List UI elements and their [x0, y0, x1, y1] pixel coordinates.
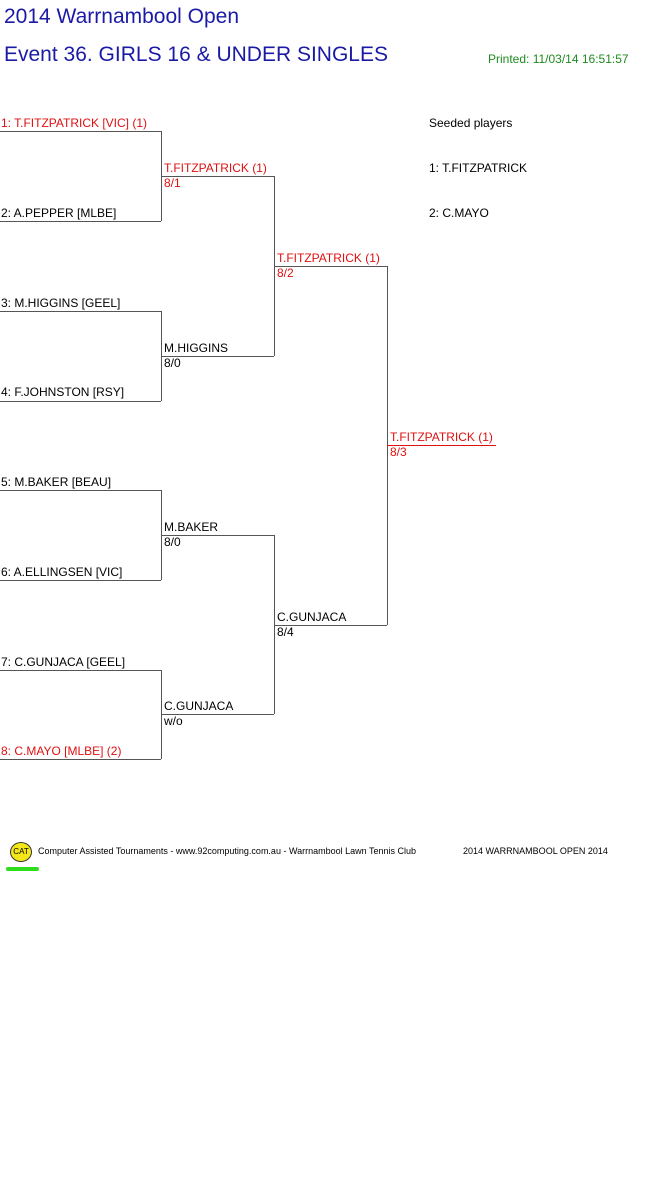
r1-line-4: [0, 401, 161, 402]
r1-line-8: [0, 759, 161, 760]
r1-player-3: 3: M.HIGGINS [GEEL]: [1, 296, 121, 310]
r1-player-4: 4: F.JOHNSTON [RSY]: [1, 385, 125, 399]
r2-score-1: 8/1: [164, 176, 181, 190]
r2-score-4: w/o: [164, 714, 183, 728]
sf-line-1: [274, 266, 387, 267]
sf-winner-2: C.GUNJACA: [277, 610, 347, 624]
footer-credits: Computer Assisted Tournaments - www.92co…: [38, 846, 417, 856]
r1-line-6: [0, 580, 161, 581]
r2-line-3: [161, 535, 274, 536]
sf-winner-1: T.FITZPATRICK (1): [277, 251, 380, 265]
r2-line-4: [161, 714, 274, 715]
r2-winner-2: M.HIGGINS: [164, 341, 229, 355]
r1-player-6: 6: A.ELLINGSEN [VIC]: [1, 565, 123, 579]
r1-line-3: [0, 311, 161, 312]
final-line: [387, 445, 496, 446]
printed-timestamp: Printed: 11/03/14 16:51:57: [488, 52, 629, 66]
r2-score-2: 8/0: [164, 356, 181, 370]
r1-line-2: [0, 221, 161, 222]
r1-player-2: 2: A.PEPPER [MLBE]: [1, 206, 117, 220]
seed-item: 2: C.MAYO: [429, 206, 489, 220]
r1-player-5: 5: M.BAKER [BEAU]: [1, 475, 112, 489]
footer-event-name: 2014 WARRNAMBOOL OPEN 2014: [463, 846, 608, 856]
event-title: Event 36. GIRLS 16 & UNDER SINGLES: [4, 43, 388, 66]
seeded-heading: Seeded players: [429, 116, 513, 130]
r1-line-1: [0, 131, 161, 132]
seed-item: 1: T.FITZPATRICK: [429, 161, 528, 175]
r1-player-7: 7: C.GUNJACA [GEEL]: [1, 655, 126, 669]
champion-name: T.FITZPATRICK (1): [390, 430, 493, 444]
r2-line-2: [161, 356, 274, 357]
r2-connector-2: [274, 535, 275, 714]
champion-score: 8/3: [390, 445, 407, 459]
r2-line-1: [161, 176, 274, 177]
r2-score-3: 8/0: [164, 535, 181, 549]
r2-winner-4: C.GUNJACA: [164, 699, 234, 713]
logo-underline: [6, 867, 39, 871]
sf-score-1: 8/2: [277, 266, 294, 280]
tournament-title: 2014 Warrnambool Open: [4, 5, 240, 28]
r1-line-7: [0, 670, 161, 671]
r1-line-5: [0, 490, 161, 491]
sf-line-2: [274, 625, 387, 626]
r2-winner-1: T.FITZPATRICK (1): [164, 161, 267, 175]
cat-logo-icon: CAT: [10, 842, 32, 862]
r1-player-8: 8: C.MAYO [MLBE] (2): [1, 744, 122, 758]
r1-player-1: 1: T.FITZPATRICK [VIC] (1): [1, 116, 148, 130]
r2-winner-3: M.BAKER: [164, 520, 219, 534]
sf-score-2: 8/4: [277, 625, 294, 639]
